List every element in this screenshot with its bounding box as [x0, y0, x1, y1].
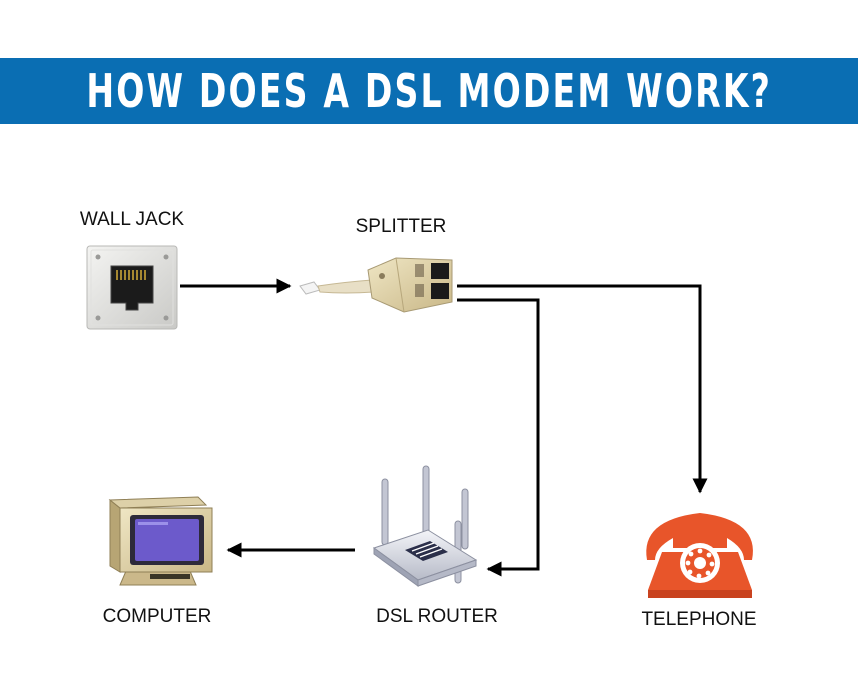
computer-icon [108, 496, 213, 586]
arrow-splitter-to-router [457, 298, 540, 577]
telephone-label: TELEPHONE [641, 609, 757, 630]
telephone-icon [646, 513, 753, 598]
splitter-icon [299, 257, 453, 313]
computer-label: COMPUTER [102, 606, 212, 627]
wall-jack-icon [86, 245, 178, 330]
arrow-splitter-to-telephone [457, 284, 708, 494]
dsl-router-label: DSL ROUTER [376, 606, 498, 627]
title-banner: HOW DOES A DSL MODEM WORK? [0, 58, 858, 124]
wall-jack-label: WALL JACK [79, 209, 185, 230]
router-icon [372, 465, 478, 587]
splitter-label: SPLITTER [355, 216, 447, 237]
page-title: HOW DOES A DSL MODEM WORK? [86, 64, 772, 118]
